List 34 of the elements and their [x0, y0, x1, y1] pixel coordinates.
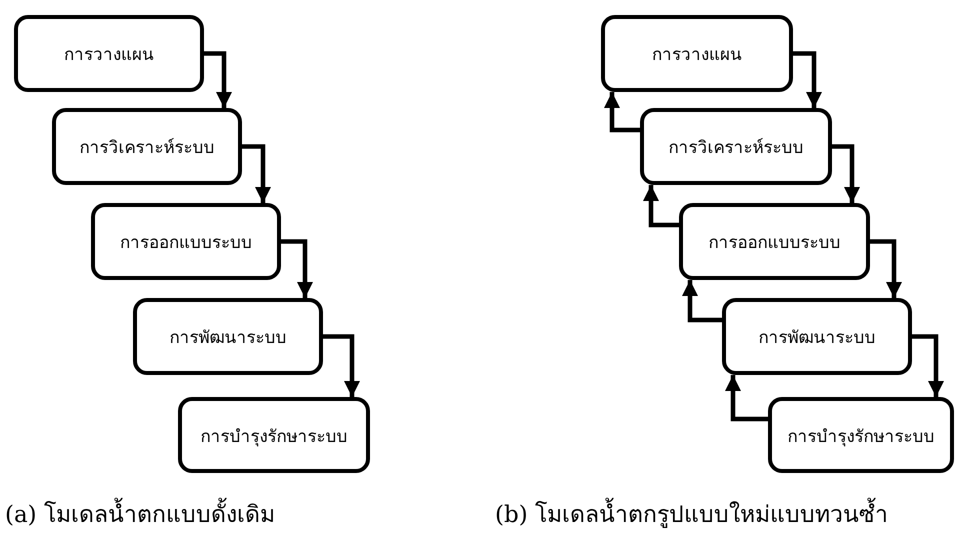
process-box: [722, 298, 912, 375]
process-box: [133, 298, 323, 375]
step-label: การบำรุงรักษาระบบ: [788, 426, 934, 448]
step-label: การวิเคราะห์ระบบ: [668, 137, 804, 160]
arrow: [830, 144, 860, 203]
step-label: การพัฒนาระบบ: [758, 327, 876, 350]
step-label: การบำรุงรักษาระบบ: [200, 426, 348, 448]
process-box: [91, 203, 281, 280]
process-box: [14, 15, 204, 92]
step-label: การวิเคราะห์ระบบ: [80, 137, 214, 160]
step-label: การพัฒนาระบบ: [170, 327, 286, 350]
step-label: การวางแผน: [652, 44, 742, 67]
arrow: [725, 375, 770, 422]
arrow: [202, 51, 232, 108]
process-box: [52, 108, 242, 185]
figure-caption: (a) โมเดลน้ำตกแบบดั้งเดิม: [5, 496, 275, 532]
arrow: [791, 51, 822, 108]
step-label: การออกแบบระบบ: [120, 232, 252, 255]
arrow: [682, 280, 724, 322]
arrow: [240, 144, 271, 203]
arrow: [643, 185, 681, 228]
figure-caption: (b) โมเดลน้ำตกรูปแบบใหม่แบบทวนซ้ำ: [495, 496, 888, 532]
arrow: [604, 92, 642, 132]
step-label: การวางแผน: [64, 44, 154, 67]
step-label: การออกแบบระบบ: [708, 232, 840, 255]
process-box: [178, 397, 370, 473]
arrow: [279, 239, 313, 298]
process-box: [679, 203, 870, 280]
process-box: [768, 397, 954, 473]
process-box: [640, 108, 832, 185]
arrow: [910, 334, 944, 397]
arrow: [321, 334, 360, 397]
process-box: [601, 15, 793, 92]
arrow: [868, 239, 902, 298]
